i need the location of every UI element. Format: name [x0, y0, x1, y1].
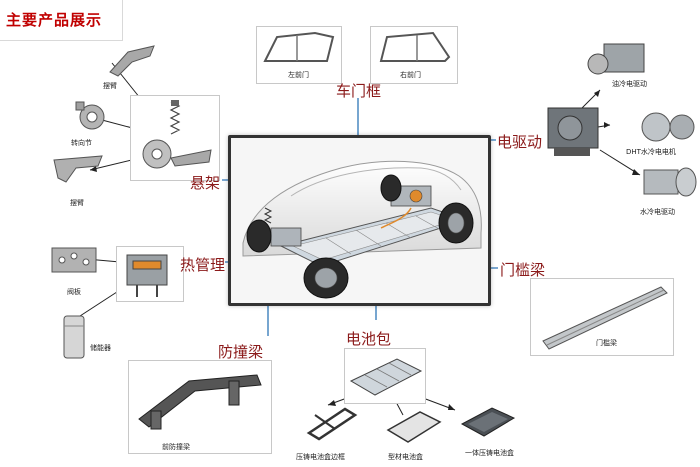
knuckle-icon [75, 101, 105, 130]
right-front-door-label: 右前门 [400, 71, 421, 79]
swing-arm-icon [109, 45, 155, 77]
swing-arm-top-image [106, 42, 158, 78]
accumulator-image [60, 312, 88, 362]
front-bumper-thumb [128, 360, 272, 454]
door-frame-icon [379, 31, 451, 62]
integrated-battery-box-label: 一体压铸电池盒 [465, 449, 514, 457]
valve-plate-icon [51, 247, 97, 273]
right-front-door-thumb [370, 26, 458, 84]
battery-frame-icon [306, 407, 358, 441]
battery-box-icon [386, 411, 442, 443]
front-bumper-beam-label: 前防撞梁 [162, 443, 190, 451]
vehicle-platform-image [228, 135, 491, 306]
page-title: 主要产品展示 [6, 11, 103, 29]
car-chassis-illustration [242, 160, 482, 299]
category-bumper: 防撞梁 [218, 343, 264, 361]
category-suspension: 悬架 [190, 174, 221, 192]
motor-housing-icon [547, 107, 599, 156]
accumulator-label: 储能器 [90, 344, 111, 352]
suspension-assembly-thumb [130, 95, 220, 181]
swing-arm-bottom-label: 摆臂 [70, 199, 84, 207]
die-cast-frame-label: 压铸电池盒边框 [296, 453, 345, 461]
oil-cooled-drive-label: 油冷电驱动 [612, 80, 647, 88]
integrated-battery-box-icon [460, 407, 516, 437]
sill-beam-thumb [530, 278, 674, 356]
thermal-module-icon [126, 254, 168, 297]
category-thermal: 热管理 [180, 256, 226, 274]
swing-arm-bottom-image [52, 152, 106, 186]
category-e-drive: 电驱动 [497, 133, 543, 151]
water-cooled-drive-label: 水冷电驱动 [640, 208, 675, 216]
e-drive-assembly-image [540, 98, 606, 158]
swing-arm-top-label: 摆臂 [103, 82, 117, 90]
left-front-door-label: 左前门 [288, 71, 309, 79]
dht-motor-icon [641, 112, 695, 142]
title-box [0, 0, 123, 41]
knuckle-image [72, 98, 112, 136]
accumulator-icon [63, 315, 85, 359]
profile-battery-box-image [384, 406, 444, 446]
integrated-battery-box-image [458, 402, 518, 442]
battery-pack-icon [349, 358, 423, 396]
die-cast-frame-image [305, 405, 359, 441]
e-drive-icon [587, 43, 645, 75]
bumper-beam-icon [138, 374, 262, 430]
sill-beam-icon [542, 286, 668, 350]
oil-cooled-drive-image [584, 36, 654, 82]
sill-beam-label: 门槛梁 [596, 339, 617, 347]
thermal-module-thumb [116, 246, 184, 302]
left-front-door-thumb [256, 26, 342, 84]
swing-arm-icon [53, 155, 103, 183]
suspension-icon [142, 100, 212, 169]
valve-plate-image [48, 242, 100, 278]
profile-battery-box-label: 型材电池盒 [388, 453, 423, 461]
category-battery-pack: 电池包 [346, 330, 392, 348]
water-cooled-drive-image [640, 160, 700, 202]
knuckle-label: 转向节 [71, 139, 92, 147]
category-sill-beam: 门槛梁 [500, 261, 546, 279]
category-door-frame: 车门框 [336, 82, 382, 100]
door-frame-icon [263, 31, 335, 62]
water-cooled-drive-icon [643, 167, 697, 197]
valve-plate-label: 阀板 [67, 288, 81, 296]
battery-pack-thumb [344, 348, 426, 404]
dht-motor-image [636, 108, 700, 146]
dht-motor-label: DHT水冷电电机 [626, 148, 676, 156]
